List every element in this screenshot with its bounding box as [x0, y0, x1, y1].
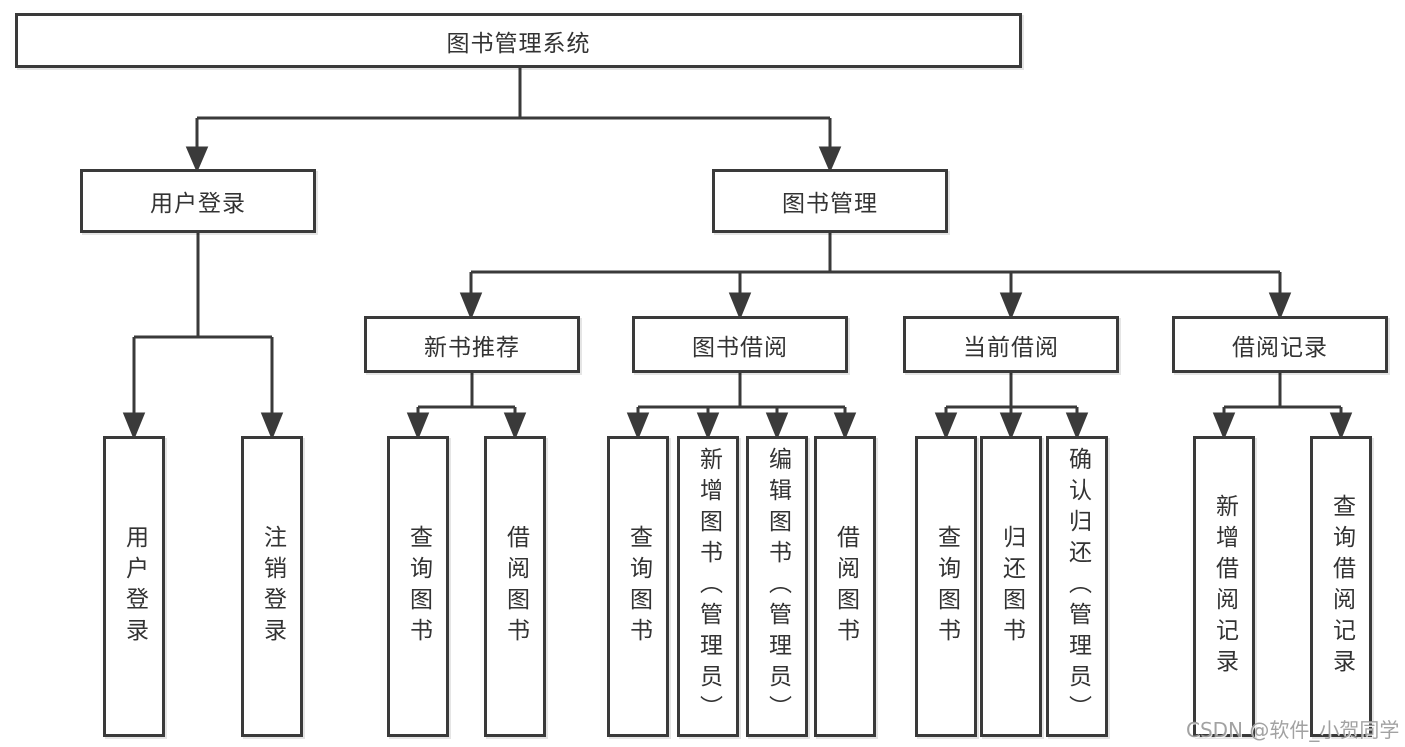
leaf-borrow-edit-books-admin: 编辑图书（管理员）	[746, 436, 808, 737]
node-borrow-records: 借阅记录	[1172, 316, 1388, 373]
leaf-borrow-edit-books-admin-label: 编辑图书（管理员）	[764, 447, 791, 726]
leaf-current-return-books-label: 归还图书	[998, 524, 1025, 649]
connector-line	[416, 373, 517, 416]
node-current-borrow: 当前借阅	[903, 316, 1119, 373]
leaf-current-query-books-label: 查询图书	[933, 524, 960, 649]
arrowhead	[999, 412, 1023, 440]
node-book-mgmt: 图书管理	[712, 169, 948, 233]
leaf-newrec-borrow-books-label: 借阅图书	[502, 524, 529, 649]
node-borrow-records-label: 借阅记录	[1232, 334, 1328, 361]
leaf-borrow-borrow-books-label: 借阅图书	[832, 524, 859, 649]
arrowhead	[1329, 412, 1353, 440]
arrowhead	[999, 292, 1023, 320]
arrowhead	[122, 412, 146, 440]
arrowhead	[260, 412, 284, 440]
arrowhead	[728, 292, 752, 320]
arrowhead	[833, 412, 857, 440]
leaf-records-query-record-label: 查询借阅记录	[1328, 493, 1355, 680]
arrowhead	[185, 146, 209, 173]
arrowhead	[696, 412, 720, 440]
connector-line	[132, 233, 274, 416]
connector-user-login-to-leaves	[122, 233, 284, 440]
leaf-records-add-record: 新增借阅记录	[1193, 436, 1255, 737]
connector-new-book-rec-to-leaves	[406, 373, 527, 440]
leaf-borrow-borrow-books: 借阅图书	[814, 436, 876, 737]
leaf-logout-label: 注销登录	[259, 524, 286, 649]
node-new-book-rec: 新书推荐	[364, 316, 580, 373]
leaf-borrow-add-books-admin: 新增图书（管理员）	[677, 436, 739, 737]
arrowhead	[459, 292, 483, 320]
node-book-borrow: 图书借阅	[632, 316, 848, 373]
leaf-user-login: 用户登录	[103, 436, 165, 737]
arrowhead	[934, 412, 958, 440]
watermark: CSDN @软件_小贺同学	[1186, 718, 1400, 742]
connector-borrow-records-to-leaves	[1212, 373, 1353, 440]
arrowhead	[626, 412, 650, 440]
leaf-records-query-record: 查询借阅记录	[1310, 436, 1372, 737]
leaf-newrec-borrow-books: 借阅图书	[484, 436, 546, 737]
connector-line	[636, 373, 847, 416]
leaf-current-confirm-return-admin-label: 确认归还（管理员）	[1064, 447, 1091, 726]
leaf-newrec-query-books-label: 查询图书	[405, 524, 432, 649]
leaf-user-login-label: 用户登录	[121, 524, 148, 649]
leaf-borrow-add-books-admin-label: 新增图书（管理员）	[695, 447, 722, 726]
node-root-label: 图书管理系统	[446, 30, 591, 57]
node-user-login: 用户登录	[80, 169, 316, 233]
node-new-book-rec-label: 新书推荐	[424, 334, 520, 361]
arrowhead	[1065, 412, 1089, 440]
node-book-borrow-label: 图书借阅	[692, 334, 788, 361]
leaf-current-query-books: 查询图书	[915, 436, 977, 737]
node-book-mgmt-label: 图书管理	[782, 191, 878, 217]
node-root: 图书管理系统	[15, 13, 1022, 68]
connector-line	[944, 373, 1079, 416]
arrowhead	[406, 412, 430, 440]
leaf-current-confirm-return-admin: 确认归还（管理员）	[1046, 436, 1108, 737]
arrowhead	[1268, 292, 1292, 320]
connector-current-borrow-to-leaves	[934, 373, 1089, 440]
arrowhead	[1212, 412, 1236, 440]
connector-line	[469, 233, 1282, 296]
node-user-login-label: 用户登录	[150, 191, 246, 217]
leaf-current-return-books: 归还图书	[980, 436, 1042, 737]
leaf-borrow-query-books-label: 查询图书	[625, 524, 652, 649]
arrowhead	[503, 412, 527, 440]
arrowhead	[818, 146, 842, 173]
leaf-logout: 注销登录	[241, 436, 303, 737]
node-current-borrow-label: 当前借阅	[963, 334, 1059, 361]
leaf-records-add-record-label: 新增借阅记录	[1211, 493, 1238, 680]
leaf-borrow-query-books: 查询图书	[607, 436, 669, 737]
arrowhead	[765, 412, 789, 440]
connector-book-mgmt-to-level3	[459, 233, 1292, 320]
connector-line	[195, 68, 832, 150]
connector-book-borrow-to-leaves	[626, 373, 857, 440]
connector-root-to-level2	[185, 68, 842, 173]
connector-line	[1222, 373, 1343, 416]
leaf-newrec-query-books: 查询图书	[387, 436, 449, 737]
